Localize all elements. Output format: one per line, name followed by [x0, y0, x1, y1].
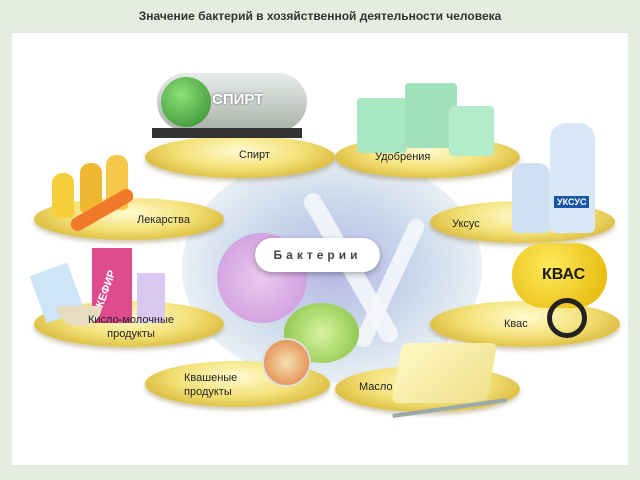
- tank-wheels: [152, 128, 302, 138]
- center-label-bacteria: Бактерии: [255, 238, 380, 272]
- label-dairy: Кисло-молочные продукты: [87, 314, 175, 340]
- label-spirt: Спирт: [239, 149, 270, 161]
- label-butter: Масло: [359, 381, 393, 393]
- vinegar-bottles: УКСУС: [512, 118, 597, 238]
- label-sauerkraut: Квашеные продукты: [184, 372, 238, 398]
- page-title: Значение бактерий в хозяйственной деятел…: [138, 9, 502, 23]
- disc-kvas: [430, 301, 620, 347]
- label-fertilizer: Удобрения: [375, 151, 431, 163]
- medicine-bottles: [42, 153, 142, 234]
- sauerkraut: [262, 303, 362, 387]
- diagram-panel: СПИРТ УКСУС КЕФИР КВАС Спирт Удобрения Л…: [12, 33, 628, 465]
- label-kvas: Квас: [504, 318, 528, 330]
- tank-car: СПИРТ: [157, 73, 307, 131]
- dairy-products: КЕФИР: [29, 248, 177, 333]
- kvas-barrel: КВАС: [492, 228, 612, 348]
- label-medicine: Лекарства: [137, 214, 191, 226]
- butter-block: [391, 343, 498, 403]
- label-vinegar: Уксус: [452, 218, 480, 230]
- disc-spirt: [145, 136, 335, 178]
- fertilizer-bags: [357, 78, 497, 156]
